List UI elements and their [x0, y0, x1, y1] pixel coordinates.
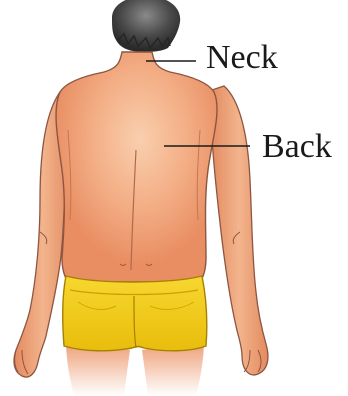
neck-label: Neck	[206, 39, 278, 76]
head	[112, 0, 180, 52]
torso	[56, 52, 217, 282]
back-shape	[56, 52, 217, 282]
back-label: Back	[262, 128, 332, 165]
right-arm	[211, 86, 268, 375]
shorts	[63, 276, 207, 351]
